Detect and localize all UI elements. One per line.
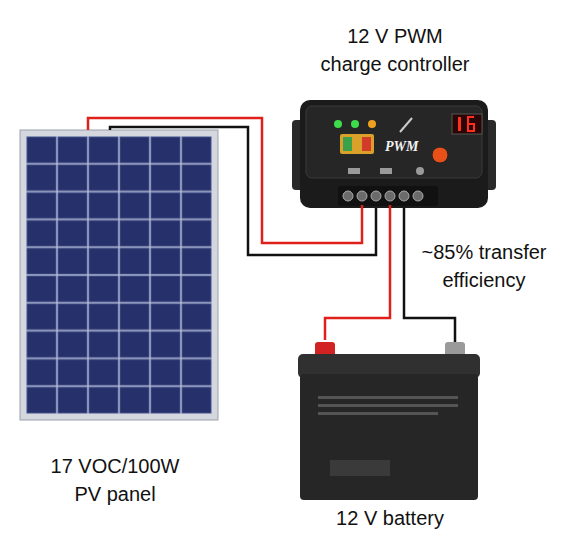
status-led <box>368 120 376 128</box>
display-digit <box>458 117 461 131</box>
controller-body <box>300 100 488 208</box>
battery-icon <box>343 137 352 151</box>
terminal-icon <box>348 168 360 174</box>
battery-print <box>318 412 438 415</box>
control-button <box>432 147 448 163</box>
node-label: 17 VOC/100W PV panel <box>43 452 188 508</box>
terminal-block <box>338 186 438 206</box>
battery-body <box>300 374 478 500</box>
node-label: 12 V battery <box>336 504 444 532</box>
battery-print <box>318 404 458 407</box>
battery-node: 12 V battery <box>290 340 490 532</box>
status-led <box>351 120 359 128</box>
faceplate <box>306 106 482 178</box>
positive-wire <box>88 118 362 243</box>
controller-node: 12 V PWM charge controller <box>300 22 490 205</box>
battery <box>298 342 480 500</box>
device-marking: PWM <box>385 139 418 155</box>
battery-icon <box>340 134 374 154</box>
battery-print <box>330 460 390 476</box>
battery-print <box>318 396 458 399</box>
terminal-screw <box>385 191 395 201</box>
terminal-icon <box>416 167 424 175</box>
setting-icon <box>400 118 412 132</box>
terminal-screw <box>413 191 423 201</box>
panel-frame <box>20 130 218 420</box>
terminal-screw <box>371 191 381 201</box>
edge-label: ~85% transfer efficiency <box>412 238 556 294</box>
battery-icon <box>362 137 371 151</box>
terminal-screw <box>357 191 367 201</box>
terminal-icon <box>380 168 392 174</box>
status-led <box>334 120 342 128</box>
terminal-screw <box>343 191 353 201</box>
terminal-screw <box>399 191 409 201</box>
display-digit <box>468 117 474 131</box>
pv-panel <box>20 130 218 420</box>
digital-display <box>452 114 482 134</box>
charge-controller <box>292 100 496 208</box>
node-label: 12 V PWM charge controller <box>318 22 473 78</box>
panel-cells <box>26 136 212 414</box>
pv-panel-node: 17 VOC/100W PV panel <box>10 130 220 508</box>
positive-wire <box>325 205 390 340</box>
